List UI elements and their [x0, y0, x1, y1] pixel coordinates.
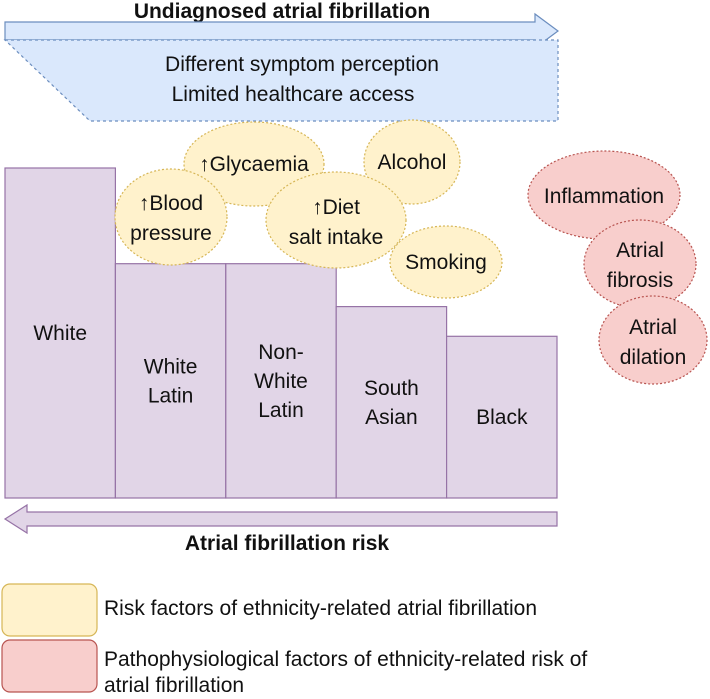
risk-factor-label: ↑Diet: [312, 196, 360, 219]
bar-label: Latin: [258, 399, 304, 422]
bar-white: [4, 167, 117, 499]
patho-factor-atrial-fibrosis: Atrial fibrosis: [583, 219, 697, 309]
legend-patho-text: Pathophysiological factors of ethnicity-…: [104, 647, 587, 699]
patho-factor-label: fibrosis: [607, 269, 674, 292]
risk-factor-label: salt intake: [289, 226, 384, 249]
legend-patho-swatch: [1, 639, 98, 693]
patho-factor-label: dilation: [620, 346, 687, 369]
patho-factor-atrial-dilation: Atrial dilation: [598, 295, 708, 385]
undiagnosed-af-title: Undiagnosed atrial fibrillation: [134, 0, 430, 23]
bar-label: Asian: [365, 406, 418, 429]
patho-factor-label: Atrial: [616, 239, 664, 262]
risk-factor-label: ↑Glycaemia: [199, 153, 309, 176]
legend-risk-swatch: [1, 583, 98, 637]
legend-risk-text: Risk factors of ethnicity-related atrial…: [104, 597, 538, 620]
risk-factor-label: pressure: [130, 222, 212, 245]
bar-black: [446, 335, 558, 499]
bar-non-white-latin: [225, 263, 337, 499]
risk-factor-label: Smoking: [405, 251, 487, 274]
bar-label: Latin: [148, 384, 194, 407]
bar-label: White: [33, 322, 87, 345]
symptom-perception-text: Different symptom perception: [165, 53, 439, 76]
af-risk-arrow: [3, 503, 558, 535]
patho-factor-label: Inflammation: [544, 185, 664, 208]
bar-label: Non-: [258, 341, 304, 364]
risk-factor-diet-salt: ↑Diet salt intake: [265, 171, 407, 269]
legend-patho-line1: Pathophysiological factors of ethnicity-…: [104, 648, 588, 671]
risk-factor-blood-pressure: ↑Blood pressure: [114, 168, 228, 266]
risk-factor-smoking: Smoking: [389, 225, 503, 299]
legend-patho-line2: atrial fibrillation: [104, 674, 245, 697]
risk-factor-label: ↑Blood: [139, 192, 203, 215]
undiagnosed-af-box: [3, 39, 559, 122]
healthcare-access-text: Limited healthcare access: [172, 83, 415, 106]
bar-south-asian: [335, 306, 448, 499]
patho-factor-label: Atrial: [629, 316, 677, 339]
bar-label: White: [144, 355, 198, 378]
patho-factor-inflammation: Inflammation: [527, 150, 681, 240]
bar-label: White: [254, 370, 308, 393]
af-risk-label: Atrial fibrillation risk: [185, 532, 390, 555]
risk-factor-label: Alcohol: [378, 151, 447, 174]
bar-white-latin: [114, 263, 227, 499]
risk-factor-alcohol: Alcohol: [363, 119, 461, 205]
bar-label: South: [364, 377, 419, 400]
bar-label: Black: [476, 406, 528, 429]
